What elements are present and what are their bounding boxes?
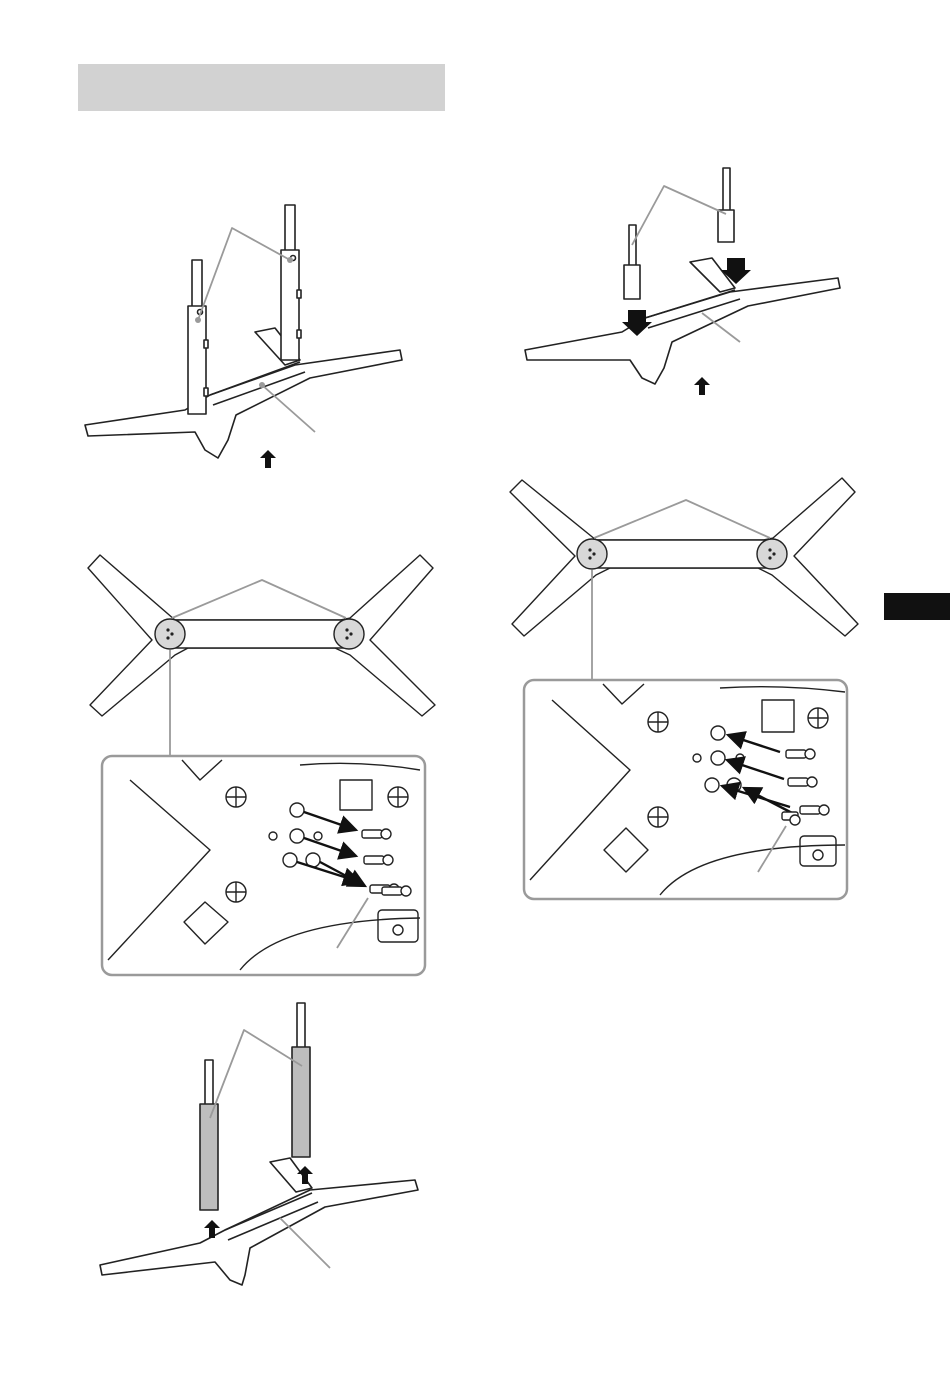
- up-arrow-icon: [694, 377, 710, 395]
- figure-5-stand-underside: [510, 478, 858, 899]
- figure-3-posts-removed: [100, 1003, 418, 1285]
- figure-1-stand-with-posts: [85, 205, 402, 468]
- figure-4-insert-posts: [525, 168, 840, 395]
- figure-2-stand-underside: [88, 555, 435, 975]
- up-arrow-icon: [260, 450, 276, 468]
